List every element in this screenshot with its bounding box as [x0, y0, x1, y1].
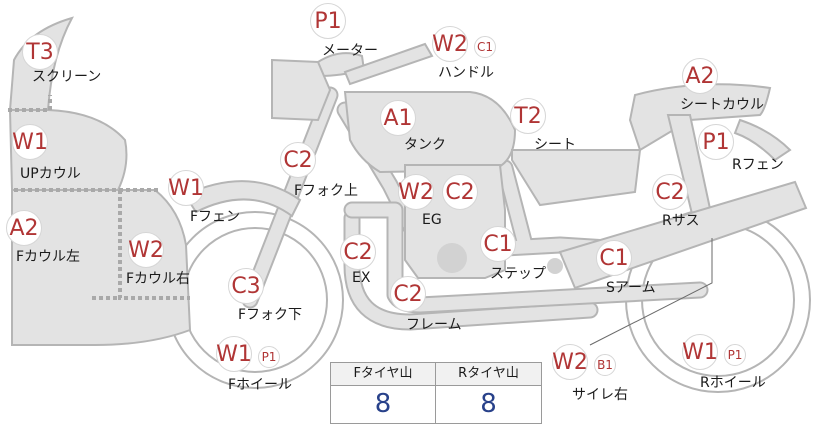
code-badge-eg-c2[interactable]: C2 — [442, 174, 478, 210]
label-fwheel: Fホイール — [228, 377, 293, 393]
label-rsus: Rサス — [662, 213, 700, 229]
label-seatcowl: シートカウル — [680, 97, 764, 113]
code-badge-screen[interactable]: T3 — [22, 34, 58, 70]
code-badge-fcowl-left[interactable]: A2 — [6, 210, 42, 246]
code-badge-eg-w2[interactable]: W2 — [398, 174, 434, 210]
label-fcowl-right: Fカウル右 — [126, 271, 191, 287]
label-meter: メーター — [322, 43, 378, 59]
label-fcowl-left: Fカウル左 — [16, 249, 81, 265]
steering-head — [271, 58, 332, 122]
label-rwheel: Rホイール — [700, 375, 766, 391]
code-badge-frame[interactable]: C2 — [390, 276, 426, 312]
front-tread-cell: Fタイヤ山 8 — [331, 363, 436, 423]
label-ffork-lower: Fフォク下 — [238, 307, 303, 323]
label-upcowl: UPカウル — [20, 166, 81, 182]
code-badge-sidestand[interactable]: W2 — [552, 344, 588, 380]
label-frame: フレーム — [406, 317, 462, 333]
code-badge-tank[interactable]: A1 — [380, 100, 416, 136]
lower-cowl — [11, 189, 192, 346]
label-ex: EX — [352, 270, 371, 286]
cowl-panel-lines — [8, 95, 190, 300]
front-tread-value[interactable]: 8 — [374, 389, 392, 419]
code-badge-ex[interactable]: C2 — [340, 234, 376, 270]
footpeg — [547, 258, 563, 274]
rear-tread-cell: Rタイヤ山 8 — [436, 363, 541, 423]
front-tread-header: Fタイヤ山 — [331, 363, 435, 386]
label-handle: ハンドル — [438, 65, 494, 81]
sub-badge-rwheel[interactable]: P1 — [724, 344, 746, 366]
seat-cowl — [628, 83, 772, 152]
label-eg: EG — [422, 212, 442, 228]
front-fender — [183, 180, 302, 218]
label-step: ステップ — [490, 266, 546, 282]
engine-cover — [437, 243, 467, 273]
code-badge-handle[interactable]: W2 — [432, 26, 468, 62]
code-badge-sarm[interactable]: C1 — [596, 240, 632, 276]
code-badge-rfender[interactable]: P1 — [698, 124, 734, 160]
code-badge-meter[interactable]: P1 — [310, 3, 346, 39]
code-badge-rwheel[interactable]: W1 — [682, 334, 718, 370]
rear-tread-value[interactable]: 8 — [480, 389, 497, 419]
code-badge-ffork-lower[interactable]: C3 — [228, 268, 264, 304]
label-rfender: Rフェン — [732, 157, 784, 173]
seat — [511, 149, 642, 207]
rear-fender — [733, 118, 792, 162]
code-badge-seat[interactable]: T2 — [510, 98, 546, 134]
tire-tread-table: Fタイヤ山 8 Rタイヤ山 8 — [330, 362, 542, 424]
sub-badge-fwheel[interactable]: P1 — [258, 346, 280, 368]
code-badge-step[interactable]: C1 — [480, 226, 516, 262]
code-badge-seatcowl[interactable]: A2 — [682, 58, 718, 94]
fuel-tank — [343, 91, 517, 174]
code-badge-rsus[interactable]: C2 — [652, 174, 688, 210]
code-badge-fwheel[interactable]: W1 — [216, 336, 252, 372]
code-badge-ffork-upper[interactable]: C2 — [280, 142, 316, 178]
label-sarm: Sアーム — [606, 280, 656, 296]
label-tank: タンク — [404, 137, 446, 153]
label-seat: シート — [534, 137, 576, 153]
code-badge-ffender[interactable]: W1 — [168, 170, 204, 206]
label-ffork-upper: Fフォク上 — [294, 183, 359, 199]
label-ffender: Fフェン — [190, 209, 241, 225]
label-screen: スクリーン — [32, 69, 102, 85]
rear-tread-header: Rタイヤ山 — [436, 363, 541, 386]
label-sidestand: サイレ右 — [572, 387, 628, 403]
sub-badge-sidestand[interactable]: B1 — [594, 354, 616, 376]
code-badge-upcowl[interactable]: W1 — [12, 124, 48, 160]
code-badge-fcowl-right[interactable]: W2 — [128, 232, 164, 268]
sidestand-leader — [589, 238, 713, 346]
sub-badge-handle[interactable]: C1 — [474, 36, 496, 58]
